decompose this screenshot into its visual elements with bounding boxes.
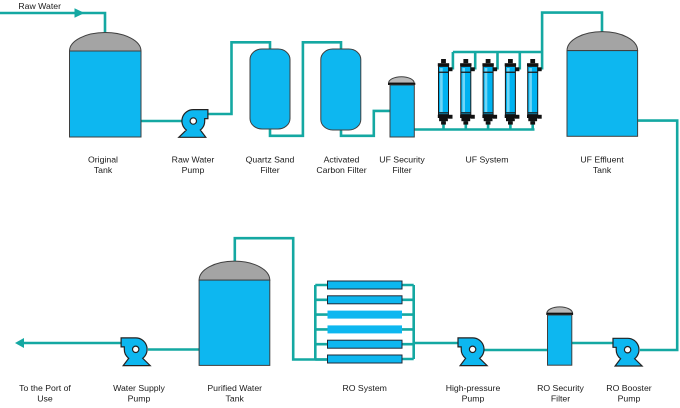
svg-text:Tank: Tank (226, 393, 245, 403)
svg-text:Filter: Filter (392, 165, 411, 175)
svg-text:Filter: Filter (551, 393, 570, 403)
svg-text:Purified Water: Purified Water (207, 383, 262, 393)
svg-text:Pump: Pump (182, 165, 205, 175)
svg-text:Pump: Pump (462, 393, 485, 403)
svg-text:Raw Water: Raw Water (172, 155, 215, 165)
svg-text:Water Supply: Water Supply (113, 383, 165, 393)
svg-text:Tank: Tank (94, 165, 113, 175)
svg-text:UF System: UF System (466, 155, 509, 165)
svg-text:RO Security: RO Security (537, 383, 584, 393)
svg-text:UF Security: UF Security (379, 155, 425, 165)
svg-text:Filter: Filter (260, 165, 279, 175)
svg-text:RO System: RO System (342, 383, 386, 393)
svg-text:Tank: Tank (593, 165, 612, 175)
svg-text:Raw Water: Raw Water (18, 1, 61, 11)
svg-text:Use: Use (37, 393, 53, 403)
svg-text:Quartz Sand: Quartz Sand (246, 155, 295, 165)
svg-text:Pump: Pump (128, 393, 151, 403)
svg-text:High-pressure: High-pressure (446, 383, 501, 393)
svg-text:Pump: Pump (618, 393, 641, 403)
svg-text:Original: Original (88, 155, 118, 165)
svg-text:Carbon Filter: Carbon Filter (316, 165, 366, 175)
svg-text:RO Booster: RO Booster (606, 383, 651, 393)
svg-text:To the Port of: To the Port of (19, 383, 71, 393)
svg-text:UF Effluent: UF Effluent (580, 155, 624, 165)
svg-text:Activated: Activated (324, 155, 360, 165)
